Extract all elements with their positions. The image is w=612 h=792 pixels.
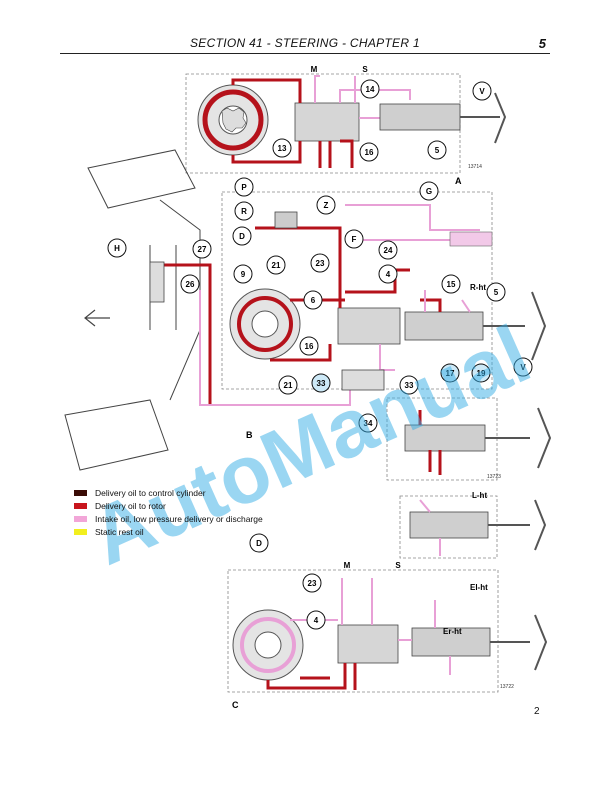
page-header: SECTION 41 - STEERING - CHAPTER 1 5 bbox=[60, 36, 550, 54]
legend: Delivery oil to control cylinder Deliver… bbox=[74, 488, 274, 540]
callout-26: 26 bbox=[186, 280, 195, 289]
footer-page-number: 2 bbox=[534, 706, 540, 717]
callout-27: 27 bbox=[198, 245, 207, 254]
mini-frame-2 bbox=[399, 495, 498, 559]
callout-13-a: 13 bbox=[278, 144, 287, 153]
figure-a-frame bbox=[185, 73, 461, 174]
callout-6: 6 bbox=[311, 296, 316, 305]
legend-swatch bbox=[74, 490, 87, 496]
callout-r: R bbox=[241, 207, 247, 216]
callout-f: F bbox=[352, 235, 357, 244]
callouts: M S V 14 13 16 5 P R Z G F D H 27 23 24 … bbox=[107, 65, 533, 630]
callout-5-a: 5 bbox=[435, 146, 440, 155]
label-r-ht: R-ht bbox=[470, 283, 486, 292]
mini-figure-id: 13723 bbox=[487, 474, 501, 480]
callout-34: 34 bbox=[364, 419, 373, 428]
callout-16-b: 16 bbox=[305, 342, 314, 351]
steering-column-a bbox=[460, 92, 507, 144]
callout-14-a: 14 bbox=[366, 85, 375, 94]
legend-text: Delivery oil to control cylinder bbox=[95, 488, 206, 498]
callout-v-a: V bbox=[479, 87, 485, 96]
cylinder-b bbox=[149, 261, 165, 303]
callout-v-b: V bbox=[520, 363, 526, 372]
section-title: SECTION 41 - STEERING - CHAPTER 1 bbox=[190, 36, 420, 50]
callout-m-a: M bbox=[311, 65, 318, 74]
tractor-outline bbox=[64, 149, 201, 471]
callout-5-b: 5 bbox=[494, 288, 499, 297]
callout-23-c: 23 bbox=[308, 579, 317, 588]
figure-c-label: C bbox=[232, 700, 239, 710]
label-er-ht: Er-ht bbox=[443, 627, 462, 636]
pink-lines-a bbox=[314, 75, 411, 119]
callout-33-right: 33 bbox=[405, 381, 414, 390]
callout-19: 19 bbox=[477, 369, 486, 378]
control-valve-c bbox=[337, 624, 399, 664]
steering-unit-b bbox=[404, 311, 484, 341]
mini-column-1 bbox=[485, 407, 552, 469]
legend-text: Delivery oil to rotor bbox=[95, 501, 166, 511]
callout-16-a: 16 bbox=[365, 148, 374, 157]
callout-4-c: 4 bbox=[314, 616, 319, 625]
figure-c-id: 13722 bbox=[500, 684, 514, 690]
callout-33-left: 33 bbox=[317, 379, 326, 388]
valve-33 bbox=[341, 369, 385, 391]
steering-unit-a bbox=[379, 103, 461, 131]
figure-b-label: B bbox=[246, 430, 253, 440]
rotor-c bbox=[232, 609, 304, 681]
callout-s-c: S bbox=[395, 561, 401, 570]
callout-m-c: M bbox=[344, 561, 351, 570]
figure-a-id: 13714 bbox=[468, 164, 482, 170]
callout-s-a: S bbox=[362, 65, 368, 74]
control-valve-a bbox=[294, 102, 360, 142]
callout-15: 15 bbox=[447, 280, 456, 289]
callout-21-b-top: 21 bbox=[272, 261, 281, 270]
legend-item: Static rest oil bbox=[74, 527, 274, 538]
callout-d-c: D bbox=[256, 539, 262, 548]
steering-column-c bbox=[490, 614, 548, 671]
control-valve-b bbox=[337, 307, 401, 345]
callout-p: P bbox=[241, 183, 247, 192]
mini-lines-1 bbox=[418, 410, 442, 475]
label-l-ht: L-ht bbox=[472, 491, 487, 500]
red-lines-c bbox=[266, 663, 357, 690]
legend-swatch bbox=[74, 516, 87, 522]
callout-g: G bbox=[426, 187, 432, 196]
callout-h: H bbox=[114, 244, 120, 253]
pump-b bbox=[274, 211, 298, 229]
callout-z: Z bbox=[324, 201, 329, 210]
callout-9: 9 bbox=[241, 270, 246, 279]
header-page-number: 5 bbox=[538, 36, 546, 51]
figure-a-label: A bbox=[455, 176, 462, 186]
callout-23-b: 23 bbox=[316, 259, 325, 268]
legend-item: Intake oil, low pressure delivery or dis… bbox=[74, 514, 274, 525]
mini-column-2 bbox=[488, 499, 547, 551]
tank-b bbox=[449, 231, 493, 247]
legend-swatch bbox=[74, 503, 87, 509]
label-el-ht: El-ht bbox=[470, 583, 488, 592]
side-labels: R-ht L-ht El-ht Er-ht bbox=[443, 283, 488, 636]
mini-unit-2 bbox=[409, 511, 489, 539]
legend-text: Intake oil, low pressure delivery or dis… bbox=[95, 514, 263, 524]
callout-17: 17 bbox=[446, 369, 455, 378]
rotor-a bbox=[197, 84, 269, 156]
legend-text: Static rest oil bbox=[95, 527, 144, 537]
callout-4-b: 4 bbox=[386, 270, 391, 279]
mini-lines-2 bbox=[419, 499, 441, 556]
callout-d-b: D bbox=[239, 232, 245, 241]
red-lines-a bbox=[231, 78, 354, 168]
callout-24: 24 bbox=[384, 246, 393, 255]
callout-21-b-bottom: 21 bbox=[284, 381, 293, 390]
legend-item: Delivery oil to control cylinder bbox=[74, 488, 274, 499]
header-rule bbox=[60, 53, 550, 54]
figure-c-frame bbox=[227, 569, 499, 693]
rotor-b bbox=[229, 288, 301, 360]
legend-item: Delivery oil to rotor bbox=[74, 501, 274, 512]
legend-swatch bbox=[74, 529, 87, 535]
steering-column-b bbox=[483, 291, 547, 361]
steering-unit-c bbox=[411, 627, 491, 657]
mini-unit-1 bbox=[404, 424, 486, 452]
